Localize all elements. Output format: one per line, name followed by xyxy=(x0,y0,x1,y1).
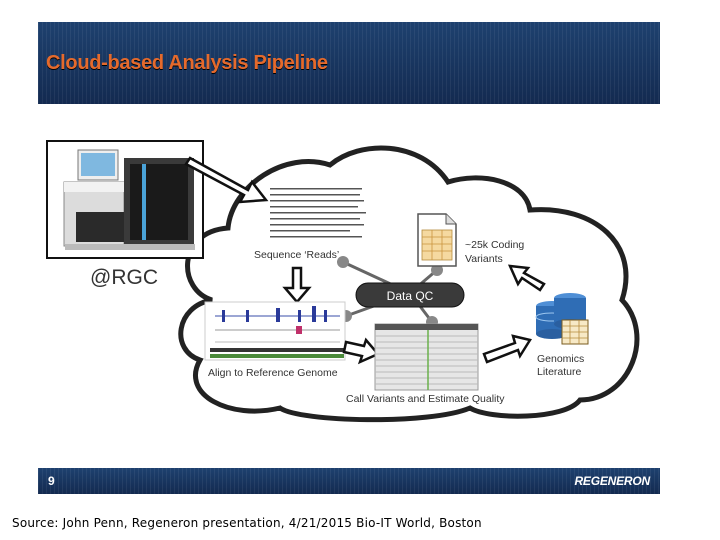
arrow-machine-to-reads xyxy=(184,156,269,204)
variant-calls-image-icon xyxy=(374,323,479,391)
arrow-align-to-call xyxy=(342,337,381,365)
genomics-label-line1: Genomics xyxy=(537,353,584,365)
sequencer-machine-icon xyxy=(46,140,204,259)
footer-bar: 9 REGENERON xyxy=(38,468,660,494)
document-icon xyxy=(417,213,457,267)
arrow-call-to-genomics xyxy=(482,334,532,364)
data-qc-label: Data QC xyxy=(387,289,434,303)
align-label: Align to Reference Genome xyxy=(208,367,338,379)
data-qc-pill xyxy=(355,282,465,308)
arrow-reads-to-align xyxy=(282,266,312,304)
header-bar: Cloud-based Analysis Pipeline xyxy=(38,22,660,104)
location-label: @RGC xyxy=(90,266,158,289)
page-number: 9 xyxy=(48,474,55,488)
brand-logo: REGENERON xyxy=(574,474,650,488)
sequence-reads-label: Sequence ‘Reads’ xyxy=(254,249,339,261)
source-caption: Source: John Penn, Regeneron presentatio… xyxy=(12,516,482,530)
genomics-label-line2: Literature xyxy=(537,366,582,378)
coding-variants-label-line1: ~25k Coding xyxy=(465,239,524,251)
slide-title: Cloud-based Analysis Pipeline xyxy=(46,52,328,74)
alignment-image-icon xyxy=(204,301,346,361)
call-variants-label: Call Variants and Estimate Quality xyxy=(346,393,505,405)
arrow-genomics-to-variants xyxy=(507,264,546,292)
spreadsheet-icon xyxy=(561,319,589,345)
sequence-reads-text-icon xyxy=(270,188,366,238)
coding-variants-label-line2: Variants xyxy=(465,253,503,265)
